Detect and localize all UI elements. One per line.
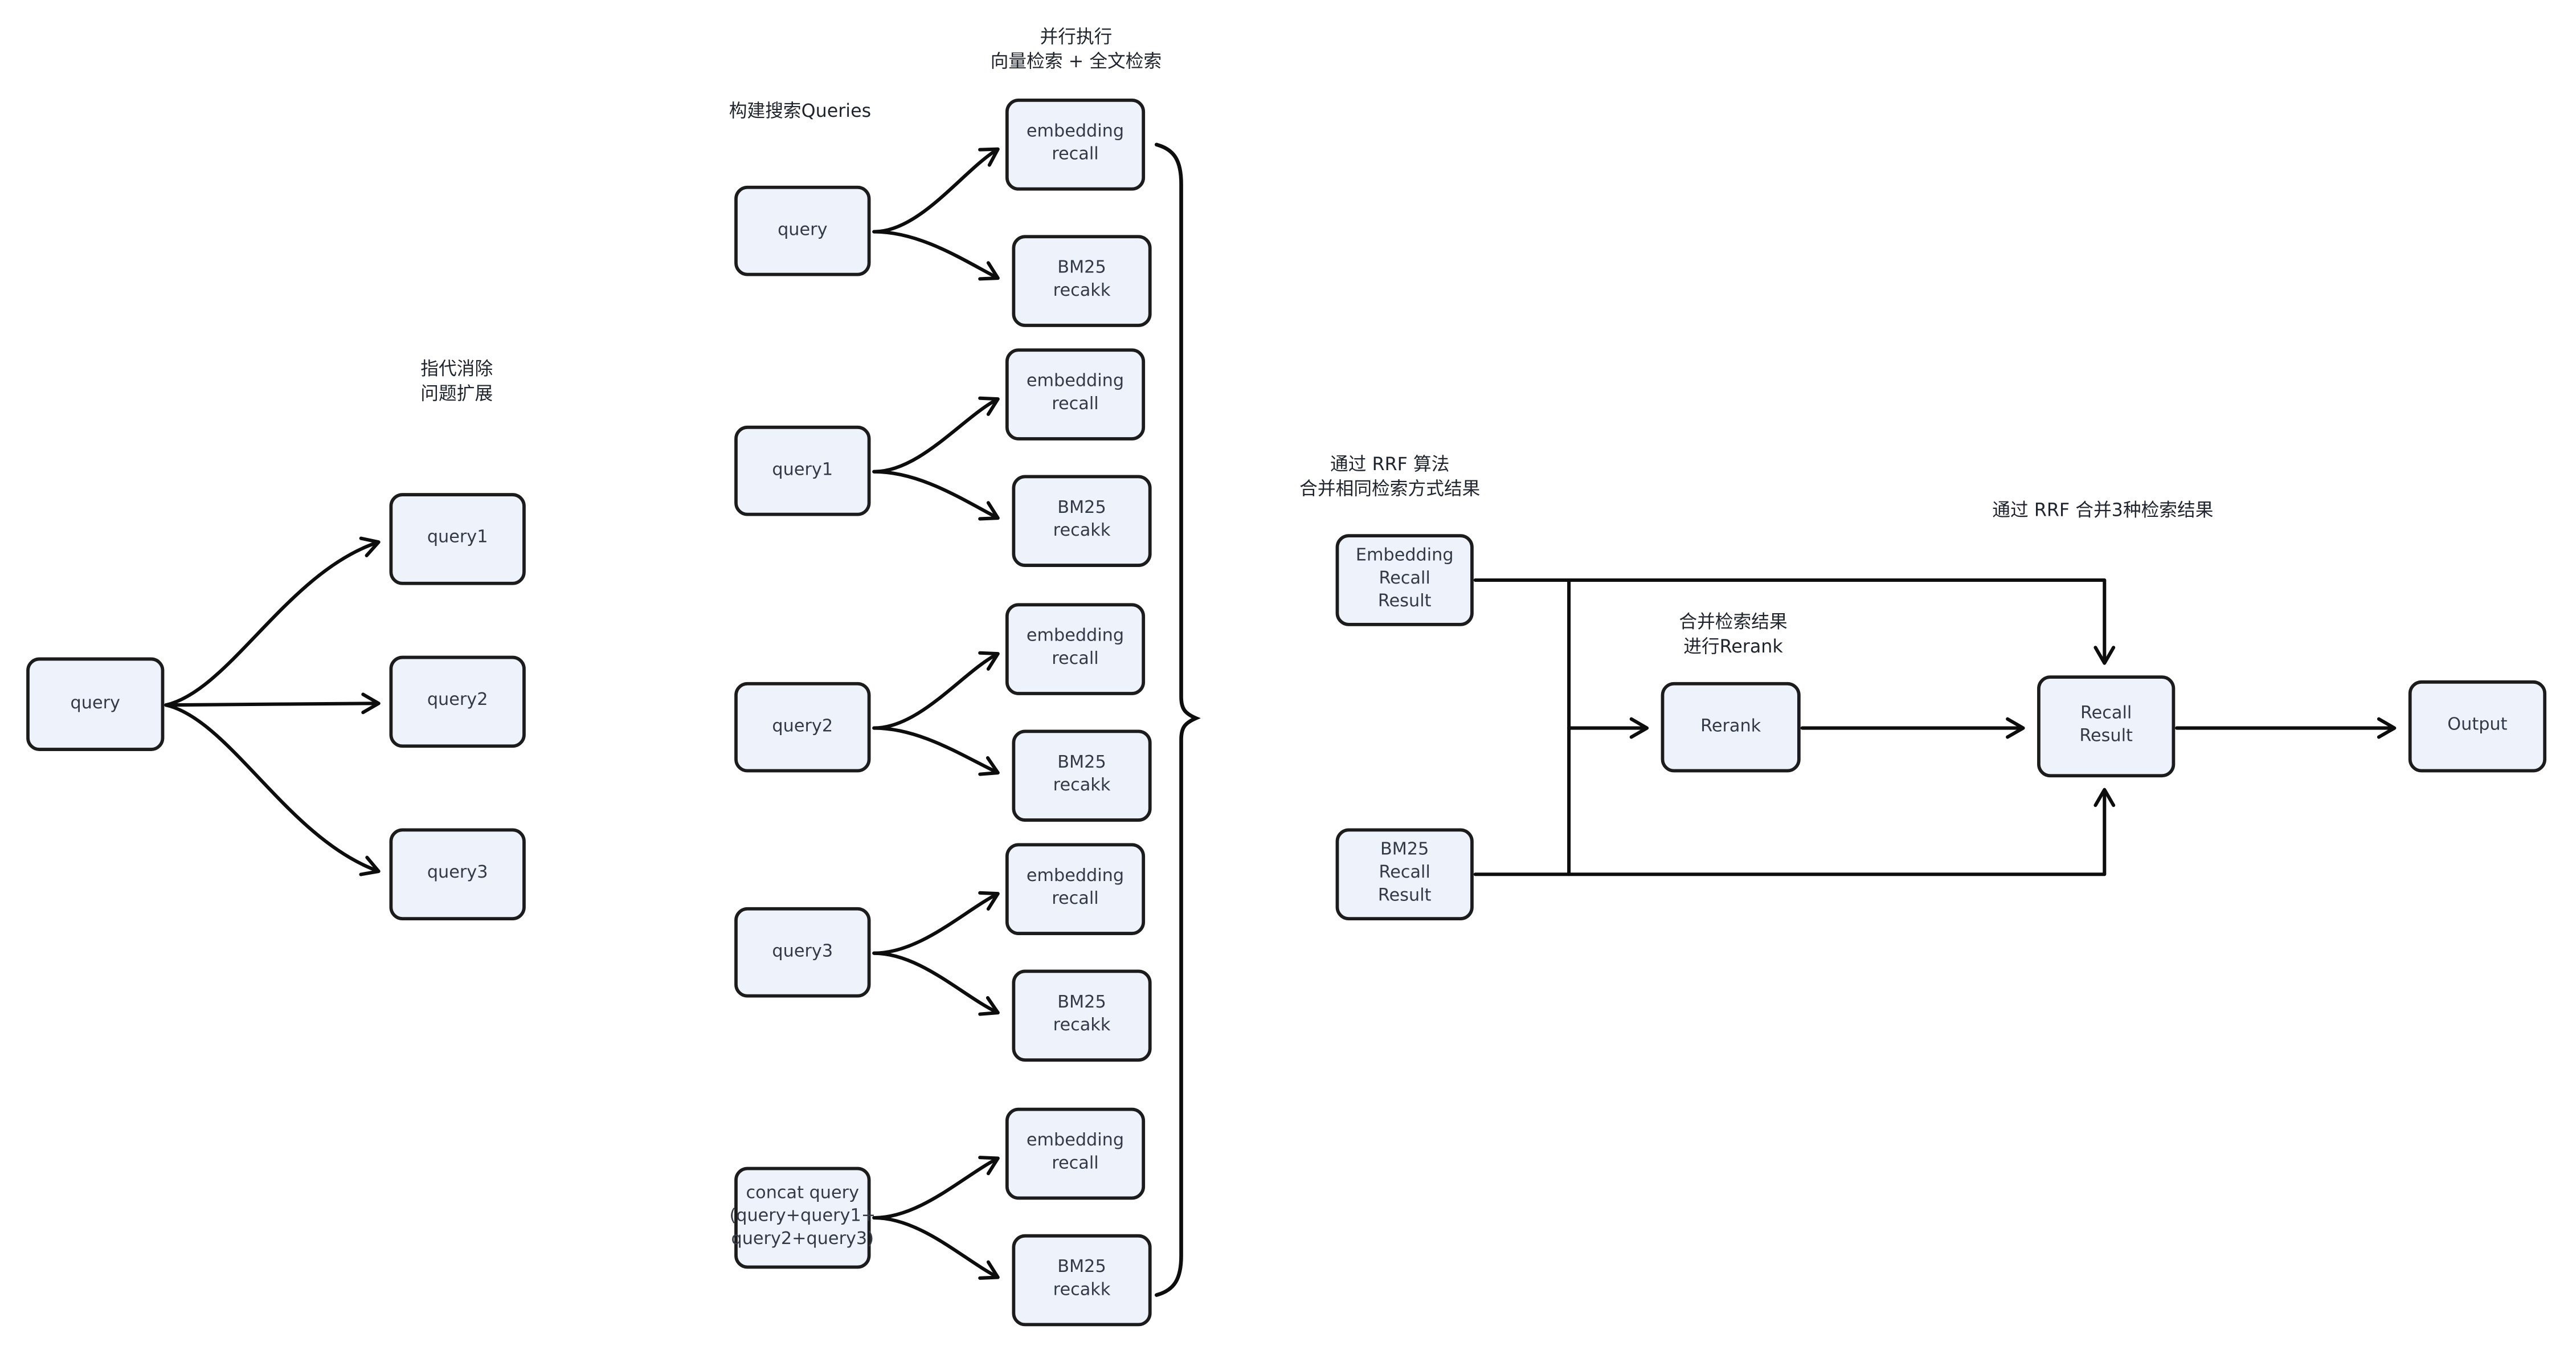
- edge-query-to-query1: [164, 536, 381, 707]
- edge-q-to-bm25-3: [872, 726, 1000, 776]
- label-anaphora-expansion: 指代消除 问题扩展: [420, 358, 493, 404]
- node-search-query2[interactable]: query2: [734, 682, 871, 773]
- node-output[interactable]: Output: [2408, 680, 2547, 773]
- node-bm25-recall-2[interactable]: BM25 recakk: [1012, 475, 1152, 567]
- edge-q-to-embedding-2: [872, 396, 1000, 474]
- edge-bm25-result-to-recall-bottom: [1473, 788, 2116, 876]
- edge-query-to-query2: [164, 692, 381, 715]
- label-merge-rerank: 合并检索结果 进行Rerank: [1679, 611, 1788, 658]
- node-embedding-recall-5[interactable]: embedding recall: [1005, 1107, 1146, 1200]
- label-build-queries: 构建搜索Queries: [729, 100, 872, 122]
- node-query-root[interactable]: query: [26, 657, 165, 751]
- edge-q-to-bm25-5: [872, 1216, 1000, 1280]
- node-search-query1[interactable]: query1: [734, 425, 871, 516]
- node-bm25-recall-5[interactable]: BM25 recakk: [1012, 1234, 1152, 1327]
- node-bm25-recall-4[interactable]: BM25 recakk: [1012, 969, 1152, 1062]
- label-rrf-merge3: 通过 RRF 合并3种检索结果: [1992, 499, 2214, 521]
- node-embedding-recall-result[interactable]: Embedding Recall Result: [1335, 534, 1474, 626]
- node-search-query3[interactable]: query3: [734, 907, 871, 998]
- edge-q-to-bm25-1: [872, 230, 1000, 281]
- node-query2-left[interactable]: query2: [389, 655, 526, 748]
- edge-q-to-embedding-1: [872, 147, 1000, 234]
- edge-q-to-bm25-4: [872, 951, 1000, 1016]
- label-parallel-exec: 并行执行 向量检索 + 全文检索: [990, 26, 1162, 72]
- edge-embedding-result-to-recall-top: [1473, 578, 2116, 665]
- edge-q-to-embedding-5: [872, 1156, 1000, 1220]
- node-bm25-recall-result[interactable]: BM25 Recall Result: [1335, 828, 1474, 920]
- node-embedding-recall-3[interactable]: embedding recall: [1005, 603, 1146, 695]
- node-bm25-recall-1[interactable]: BM25 recakk: [1012, 235, 1152, 327]
- edge-q-to-embedding-4: [872, 891, 1000, 955]
- curly-brace: [1154, 142, 1201, 1297]
- node-embedding-recall-1[interactable]: embedding recall: [1005, 99, 1146, 191]
- node-query1-left[interactable]: query1: [389, 493, 526, 585]
- edge-q-to-embedding-3: [872, 651, 1000, 730]
- node-query3-left[interactable]: query3: [389, 828, 526, 920]
- edge-q-to-bm25-2: [872, 470, 1000, 521]
- node-bm25-recall-3[interactable]: BM25 recakk: [1012, 729, 1152, 822]
- node-recall-result[interactable]: Recall Result: [2037, 675, 2176, 778]
- node-search-query[interactable]: query: [734, 185, 871, 276]
- node-concat-query[interactable]: concat query (query+query1+ query2+query…: [729, 1167, 876, 1269]
- edge-query-to-query3: [164, 703, 381, 876]
- node-rerank[interactable]: Rerank: [1661, 682, 1801, 773]
- node-embedding-recall-4[interactable]: embedding recall: [1005, 843, 1146, 935]
- label-rrf-merge-same: 通过 RRF 算法 合并相同检索方式结果: [1299, 453, 1481, 500]
- node-embedding-recall-2[interactable]: embedding recall: [1005, 348, 1146, 441]
